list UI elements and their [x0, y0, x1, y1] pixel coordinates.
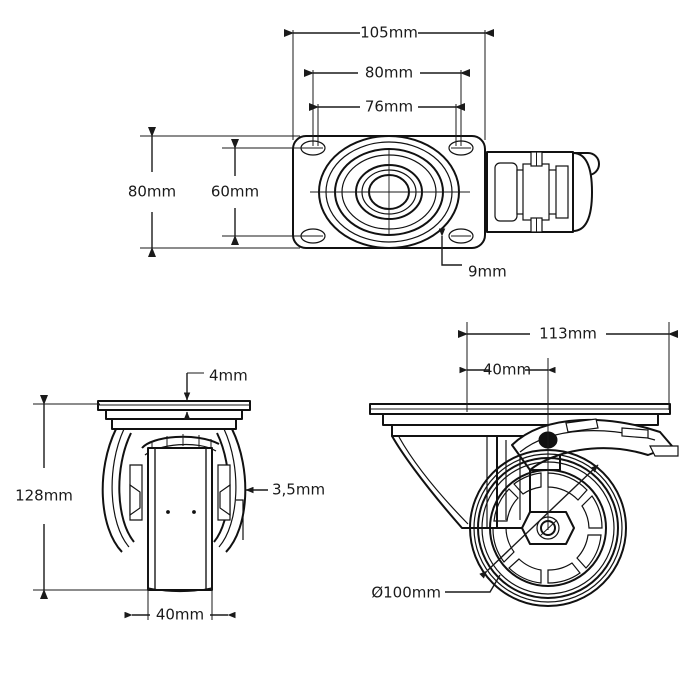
dimension-plate-width-80: 80mm: [128, 127, 300, 257]
dimension-overall-height-128: 128mm: [15, 395, 150, 599]
dimension-label-diameter-100mm: Ø100mm: [371, 584, 441, 602]
dimension-label-113mm: 113mm: [539, 325, 597, 343]
front-view-wheel: [147, 447, 213, 593]
front-view-fork: [101, 428, 247, 553]
dimension-label-3-5mm: 3,5mm: [272, 481, 325, 499]
dimension-plate-thickness-4: 4mm: [183, 367, 248, 420]
dimension-label-40mm-front: 40mm: [156, 606, 204, 624]
dimension-label-80mm-vertical: 80mm: [128, 183, 176, 201]
side-view-mounting-plate: [369, 403, 671, 437]
dimension-bolt-spacing-80: 80mm: [304, 64, 470, 146]
dimension-label-80mm-horizontal: 80mm: [365, 64, 413, 82]
dimension-label-40mm-side: 40mm: [483, 361, 531, 379]
top-view-brake-assembly: [486, 151, 600, 233]
front-view-brake-detail: [129, 464, 244, 540]
dimension-label-76mm: 76mm: [365, 98, 413, 116]
top-view: 105mm 80mm 76mm 80mm: [128, 24, 600, 281]
dimension-label-9mm: 9mm: [468, 263, 507, 281]
dimension-label-4mm: 4mm: [209, 367, 248, 385]
dimension-label-128mm: 128mm: [15, 487, 73, 505]
front-view-mounting-plate: [97, 400, 251, 430]
dimension-plate-length-105: 105mm: [284, 24, 494, 140]
dimension-bolt-spacing-76: 76mm: [309, 98, 465, 146]
dimension-wheel-width-40: 40mm: [124, 560, 236, 624]
dimension-tread-3-5: 3,5mm: [245, 481, 325, 499]
dimension-label-60mm: 60mm: [211, 183, 259, 201]
dimension-hole-diameter-9: 9mm: [438, 228, 507, 281]
side-view: 113mm 40mm Ø100mm: [369, 322, 679, 607]
top-view-bolt-holes: [300, 140, 474, 244]
front-view: 128mm 4mm 3,5mm 40mm: [15, 367, 325, 624]
dimension-bolt-spacing-60: 60mm: [211, 139, 306, 245]
dimension-wheel-diameter-100: Ø100mm: [371, 464, 599, 602]
dimension-label-105mm: 105mm: [360, 24, 418, 42]
dimension-swivel-offset-40: 40mm: [459, 358, 556, 530]
